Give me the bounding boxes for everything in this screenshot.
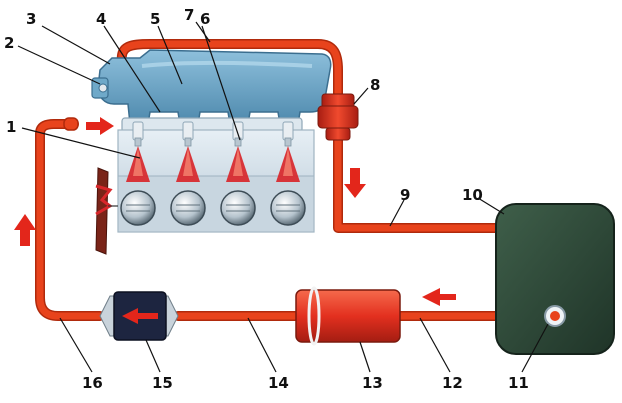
air-temp-sensor: [98, 83, 108, 93]
arrow-left-supply: [422, 288, 456, 306]
callout-12: 12: [442, 374, 463, 392]
callout-7: 7: [184, 6, 194, 24]
cylinder-4: [270, 121, 306, 226]
fuel-pickup: [544, 305, 566, 327]
callout-6: 6: [200, 10, 210, 28]
injector: [132, 121, 144, 141]
piston: [120, 190, 156, 226]
piston: [270, 190, 306, 226]
callout-labels: 1 2 3 4 5 6 7 8 9 10 11 12 13 14 15 16: [4, 6, 529, 392]
callout-14: 14: [268, 374, 289, 392]
fuel-line-end: [63, 117, 79, 131]
callout-8: 8: [370, 76, 380, 94]
injector: [282, 121, 294, 141]
callout-16: 16: [82, 374, 103, 392]
callout-10: 10: [462, 186, 483, 204]
arrow-down-return: [344, 168, 366, 198]
callout-9: 9: [400, 186, 410, 204]
arrow-left-filter: [122, 308, 158, 324]
fuel-pump: [295, 286, 401, 346]
arrow-up-supply: [14, 214, 36, 246]
callout-2: 2: [4, 34, 14, 52]
cylinder-2: [170, 121, 206, 226]
pressure-regulator: [317, 93, 359, 141]
piston: [220, 190, 256, 226]
injector: [182, 121, 194, 141]
callout-3: 3: [26, 10, 36, 28]
callout-13: 13: [362, 374, 383, 392]
fuel-lines: [35, 39, 560, 321]
callout-11: 11: [508, 374, 529, 392]
cylinder-3: [220, 121, 256, 226]
ignition-coil: [95, 167, 118, 255]
cylinder-1: [120, 121, 156, 226]
fuel-tank: [495, 203, 615, 355]
cylinders: [120, 121, 306, 226]
callout-leaders: [17, 21, 549, 373]
callout-1: 1: [6, 118, 16, 136]
intake-manifold: [91, 49, 332, 125]
callout-4: 4: [96, 10, 106, 28]
piston: [170, 190, 206, 226]
callout-15: 15: [152, 374, 173, 392]
flow-arrows: [14, 117, 456, 324]
arrow-into-rail: [86, 117, 114, 135]
callout-5: 5: [150, 10, 160, 28]
